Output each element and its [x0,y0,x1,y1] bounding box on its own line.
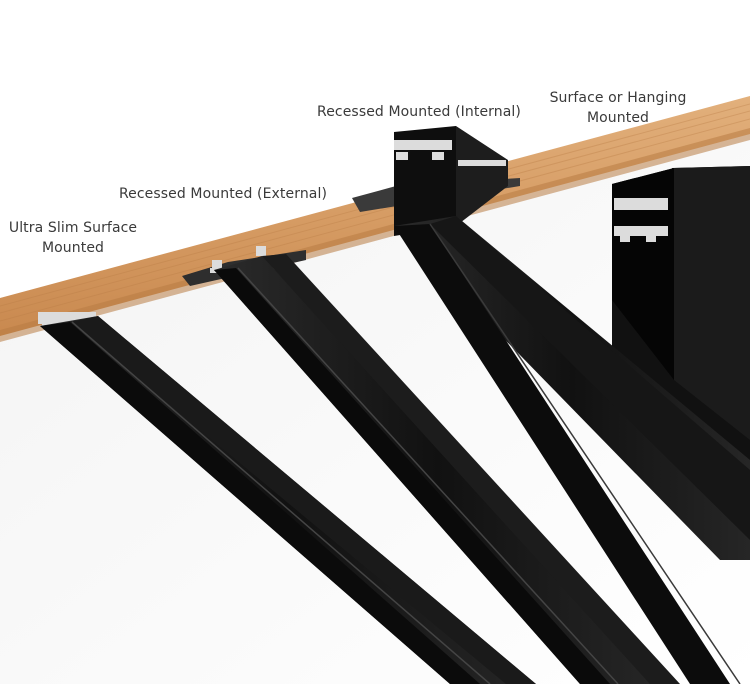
recessed-internal-profile [352,126,750,684]
label-surface-or-hanging-mounted: Surface or Hanging Mounted [538,88,698,128]
label-recessed-external-line1: Recessed Mounted (External) [118,186,328,202]
ultra-slim-profile [38,312,536,684]
label-ultra-slim-line1: Ultra Slim Surface [8,220,138,236]
label-recessed-mounted-external: Recessed Mounted (External) [118,184,328,204]
wood-beam-edge [0,128,750,342]
label-surface-hanging-line1: Surface or Hanging [549,90,687,106]
label-ultra-slim-line2: Mounted [41,240,105,256]
recessed-external-profile [182,246,680,684]
label-ultra-slim-surface-mounted: Ultra Slim Surface Mounted [4,218,142,258]
label-recessed-internal-line1: Recessed Mounted (Internal) [317,104,521,120]
label-surface-hanging-line2: Mounted [586,110,650,126]
label-recessed-mounted-internal: Recessed Mounted (Internal) [316,102,522,122]
